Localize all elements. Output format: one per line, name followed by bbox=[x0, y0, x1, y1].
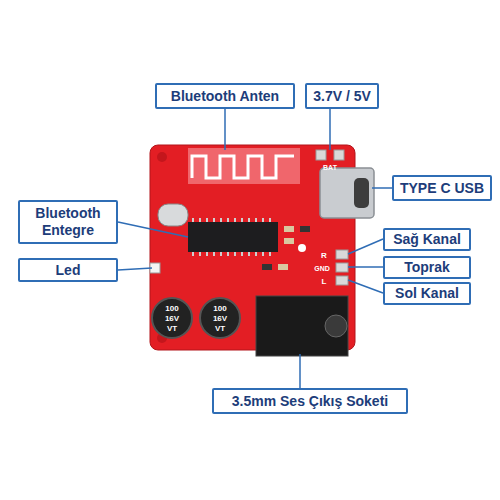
capacitor-marking: 100 bbox=[165, 304, 178, 313]
solder-pad bbox=[336, 250, 348, 259]
leader-lines bbox=[118, 109, 392, 388]
led-callout: Led bbox=[18, 258, 118, 282]
smd-component bbox=[300, 226, 310, 232]
callout-text: Bluetooth Entegre bbox=[24, 205, 112, 239]
via-hole bbox=[298, 244, 306, 252]
callout-text: Led bbox=[56, 262, 81, 279]
capacitor bbox=[152, 298, 192, 338]
chip-callout: Bluetooth Entegre bbox=[18, 200, 118, 244]
antenna-trace bbox=[192, 156, 294, 178]
capacitor-marking: VT bbox=[167, 324, 177, 333]
smd-component bbox=[284, 226, 294, 232]
capacitor bbox=[200, 298, 240, 338]
pin-callout: Toprak bbox=[383, 256, 471, 279]
callout-text: Bluetooth Anten bbox=[171, 88, 279, 105]
capacitor-marking: 16V bbox=[213, 314, 227, 323]
pin-label: GND bbox=[314, 265, 330, 272]
audio-jack bbox=[256, 296, 348, 356]
antenna-callout: Bluetooth Anten bbox=[155, 83, 295, 109]
capacitor-marking: 100 bbox=[213, 304, 226, 313]
capacitor-marking: 16V bbox=[165, 314, 179, 323]
capacitor-marking: VT bbox=[215, 324, 225, 333]
usb-c-opening bbox=[354, 178, 369, 208]
crystal-oscillator bbox=[158, 204, 188, 226]
voltage-callout: 3.7V / 5V bbox=[305, 83, 379, 109]
pin-label: L bbox=[322, 277, 327, 286]
callout-text: TYPE C USB bbox=[400, 180, 484, 197]
callout-text: 3.7V / 5V bbox=[313, 88, 371, 105]
smd-component bbox=[284, 238, 294, 244]
jack-callout: 3.5mm Ses Çıkış Soketi bbox=[212, 388, 408, 414]
smd-component bbox=[278, 264, 288, 270]
audio-jack-opening bbox=[325, 315, 347, 337]
antenna-area bbox=[188, 148, 300, 184]
pin-callout: Sağ Kanal bbox=[383, 228, 471, 251]
usb-c-connector bbox=[320, 168, 374, 218]
battery-pad bbox=[334, 150, 344, 160]
mounting-hole bbox=[157, 152, 167, 162]
battery-pad bbox=[316, 150, 326, 160]
bluetooth-chip bbox=[188, 222, 278, 252]
usb-callout: TYPE C USB bbox=[392, 175, 492, 201]
callout-text: 3.5mm Ses Çıkış Soketi bbox=[232, 393, 388, 410]
pin-callout: Sol Kanal bbox=[383, 282, 471, 305]
callout-text: Toprak bbox=[404, 259, 450, 276]
callout-text: Sağ Kanal bbox=[393, 231, 461, 248]
solder-pad bbox=[336, 263, 348, 272]
solder-pad bbox=[336, 276, 348, 285]
pad-label: BAT bbox=[323, 164, 337, 171]
callout-text: Sol Kanal bbox=[395, 285, 459, 302]
pin-label: R bbox=[321, 251, 327, 260]
smd-component bbox=[262, 264, 272, 270]
